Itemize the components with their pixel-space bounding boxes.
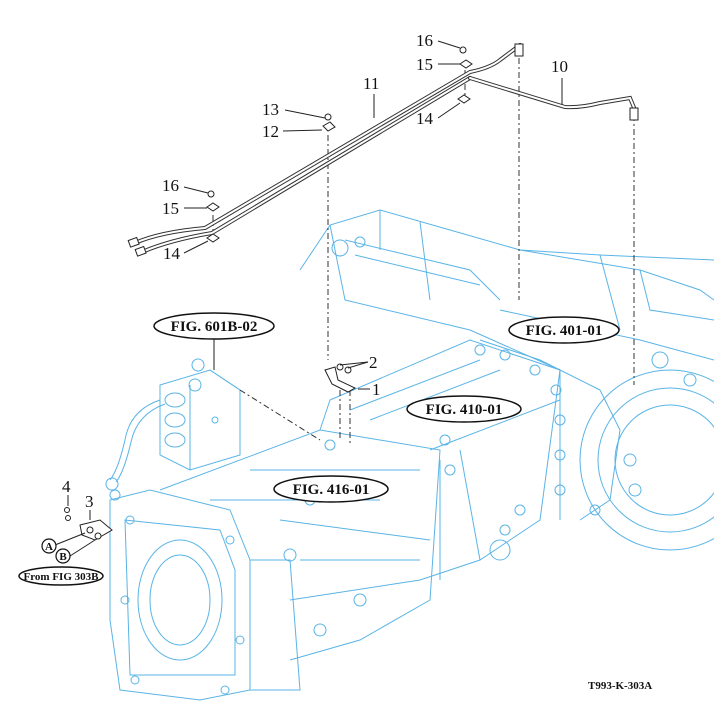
svg-text:A: A xyxy=(45,541,53,553)
callout-2: 2 xyxy=(369,353,378,372)
alignment-lines xyxy=(212,58,635,445)
callout-13: 13 xyxy=(262,100,279,119)
connection-a-marker: A xyxy=(41,538,57,554)
drawing-code: T993-K-303A xyxy=(588,680,652,692)
connection-markers: A B From FIG 303B xyxy=(18,532,104,586)
callout-15-right: 15 xyxy=(416,55,433,74)
fig-410-01-ref[interactable]: FIG. 410-01 xyxy=(406,395,522,423)
callout-14-right: 14 xyxy=(416,109,434,128)
callout-12: 12 xyxy=(262,122,279,141)
svg-text:FIG. 416-01: FIG. 416-01 xyxy=(293,482,370,498)
callout-3: 3 xyxy=(85,492,94,511)
fig-601b-02-ref[interactable]: FIG. 601B-02 xyxy=(153,312,275,340)
callouts: 1 2 3 4 10 11 12 13 14 14 15 15 16 16 xyxy=(62,31,568,520)
fig-416-01-ref[interactable]: FIG. 416-01 xyxy=(273,475,389,503)
svg-text:From FIG 303B: From FIG 303B xyxy=(24,571,100,583)
callout-11: 11 xyxy=(363,74,379,93)
figure-references: FIG. 601B-02 FIG. 416-01 FIG. 410-01 FIG… xyxy=(153,312,620,503)
callout-14-left: 14 xyxy=(163,244,181,263)
transmission-housing xyxy=(105,209,714,701)
svg-text:FIG. 401-01: FIG. 401-01 xyxy=(526,323,603,339)
connection-b-marker: B xyxy=(55,548,71,564)
callout-16-left: 16 xyxy=(162,176,179,195)
pipe-assembly xyxy=(127,43,639,257)
fig-401-01-ref[interactable]: FIG. 401-01 xyxy=(508,316,620,344)
svg-text:FIG. 410-01: FIG. 410-01 xyxy=(426,402,503,418)
svg-text:FIG. 601B-02: FIG. 601B-02 xyxy=(171,319,258,335)
svg-text:B: B xyxy=(59,551,67,563)
bracket-parts xyxy=(64,363,357,541)
callout-4: 4 xyxy=(62,477,71,496)
callout-15-left: 15 xyxy=(162,199,179,218)
callout-1: 1 xyxy=(372,380,381,399)
from-fig-303b-ref[interactable]: From FIG 303B xyxy=(18,566,104,586)
callout-16-right: 16 xyxy=(416,31,433,50)
pipe-10 xyxy=(468,76,637,112)
callout-10: 10 xyxy=(551,57,568,76)
